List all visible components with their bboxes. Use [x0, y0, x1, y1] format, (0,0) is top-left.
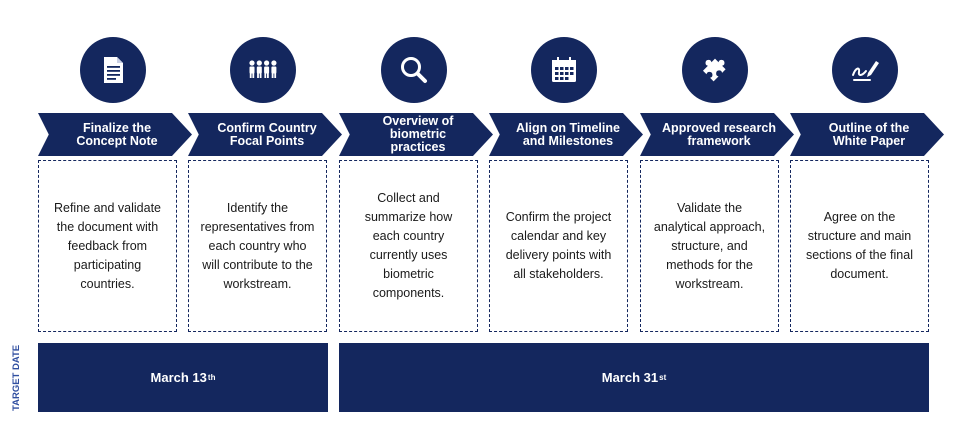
- step-1-description: Refine and validate the document with fe…: [53, 200, 162, 291]
- step-2-title: Confirm Country Focal Points: [217, 120, 317, 148]
- step-6-description: Agree on the structure and main sections…: [805, 210, 913, 281]
- signature-pen-icon: [852, 61, 879, 81]
- step-3-description: Collect and summarize how each country c…: [364, 191, 453, 300]
- step-1-icon-circle: [80, 37, 146, 103]
- step-2: Confirm Country Focal Points Identify th…: [188, 0, 342, 335]
- step-6-title: Outline of the White Paper: [828, 120, 910, 148]
- step-6-description-box: Agree on the structure and main sections…: [790, 160, 929, 332]
- step-5-description-box: Validate the analytical approach, struct…: [640, 160, 779, 332]
- step-5-description: Validate the analytical approach, struct…: [653, 200, 766, 291]
- step-1: Finalize the Concept Note Refine and val…: [38, 0, 192, 335]
- document-icon: [104, 57, 123, 83]
- step-3-description-box: Collect and summarize how each country c…: [339, 160, 478, 332]
- target-date-label: TARGET DATE: [11, 344, 22, 411]
- step-3: Overview of biometric practices Collect …: [339, 0, 493, 335]
- step-5-chevron: Approved research framework: [640, 113, 794, 156]
- step-3-icon-circle: [381, 37, 447, 103]
- target-date-1: March 13: [150, 370, 207, 385]
- target-date-2: March 31: [601, 370, 659, 385]
- step-6-chevron: Outline of the White Paper: [790, 113, 944, 156]
- step-1-description-box: Refine and validate the document with fe…: [38, 160, 177, 332]
- step-4-icon-circle: [531, 37, 597, 103]
- step-4-description: Confirm the project calendar and key del…: [505, 210, 612, 281]
- step-3-title: Overview of biometric practices: [382, 114, 454, 154]
- step-4-description-box: Confirm the project calendar and key del…: [489, 160, 628, 332]
- step-2-description: Identify the representatives from each c…: [200, 200, 315, 291]
- step-1-chevron: Finalize the Concept Note: [38, 113, 192, 156]
- step-2-description-box: Identify the representatives from each c…: [188, 160, 327, 332]
- step-6: Outline of the White Paper Agree on the …: [790, 0, 944, 335]
- magnifier-icon: [401, 57, 427, 83]
- step-5-title: Approved research framework: [662, 120, 776, 148]
- step-6-icon-circle: [832, 37, 898, 103]
- step-4: Align on Timeline and Milestones Confirm…: [489, 0, 643, 335]
- step-2-icon-circle: [230, 37, 296, 103]
- step-4-chevron: Align on Timeline and Milestones: [489, 113, 643, 156]
- calendar-icon: [552, 57, 576, 82]
- step-4-title: Align on Timeline and Milestones: [516, 120, 620, 148]
- step-2-chevron: Confirm Country Focal Points: [188, 113, 342, 156]
- step-3-chevron: Overview of biometric practices: [339, 113, 493, 156]
- step-5: Approved research framework Validate the…: [640, 0, 794, 335]
- target-date-2-suffix: st: [659, 373, 667, 382]
- step-1-title: Finalize the Concept Note: [76, 120, 158, 148]
- step-5-icon-circle: [682, 37, 748, 103]
- people-group-icon: [249, 60, 277, 78]
- target-date-1-suffix: th: [207, 373, 216, 382]
- puzzle-icon: [702, 58, 726, 82]
